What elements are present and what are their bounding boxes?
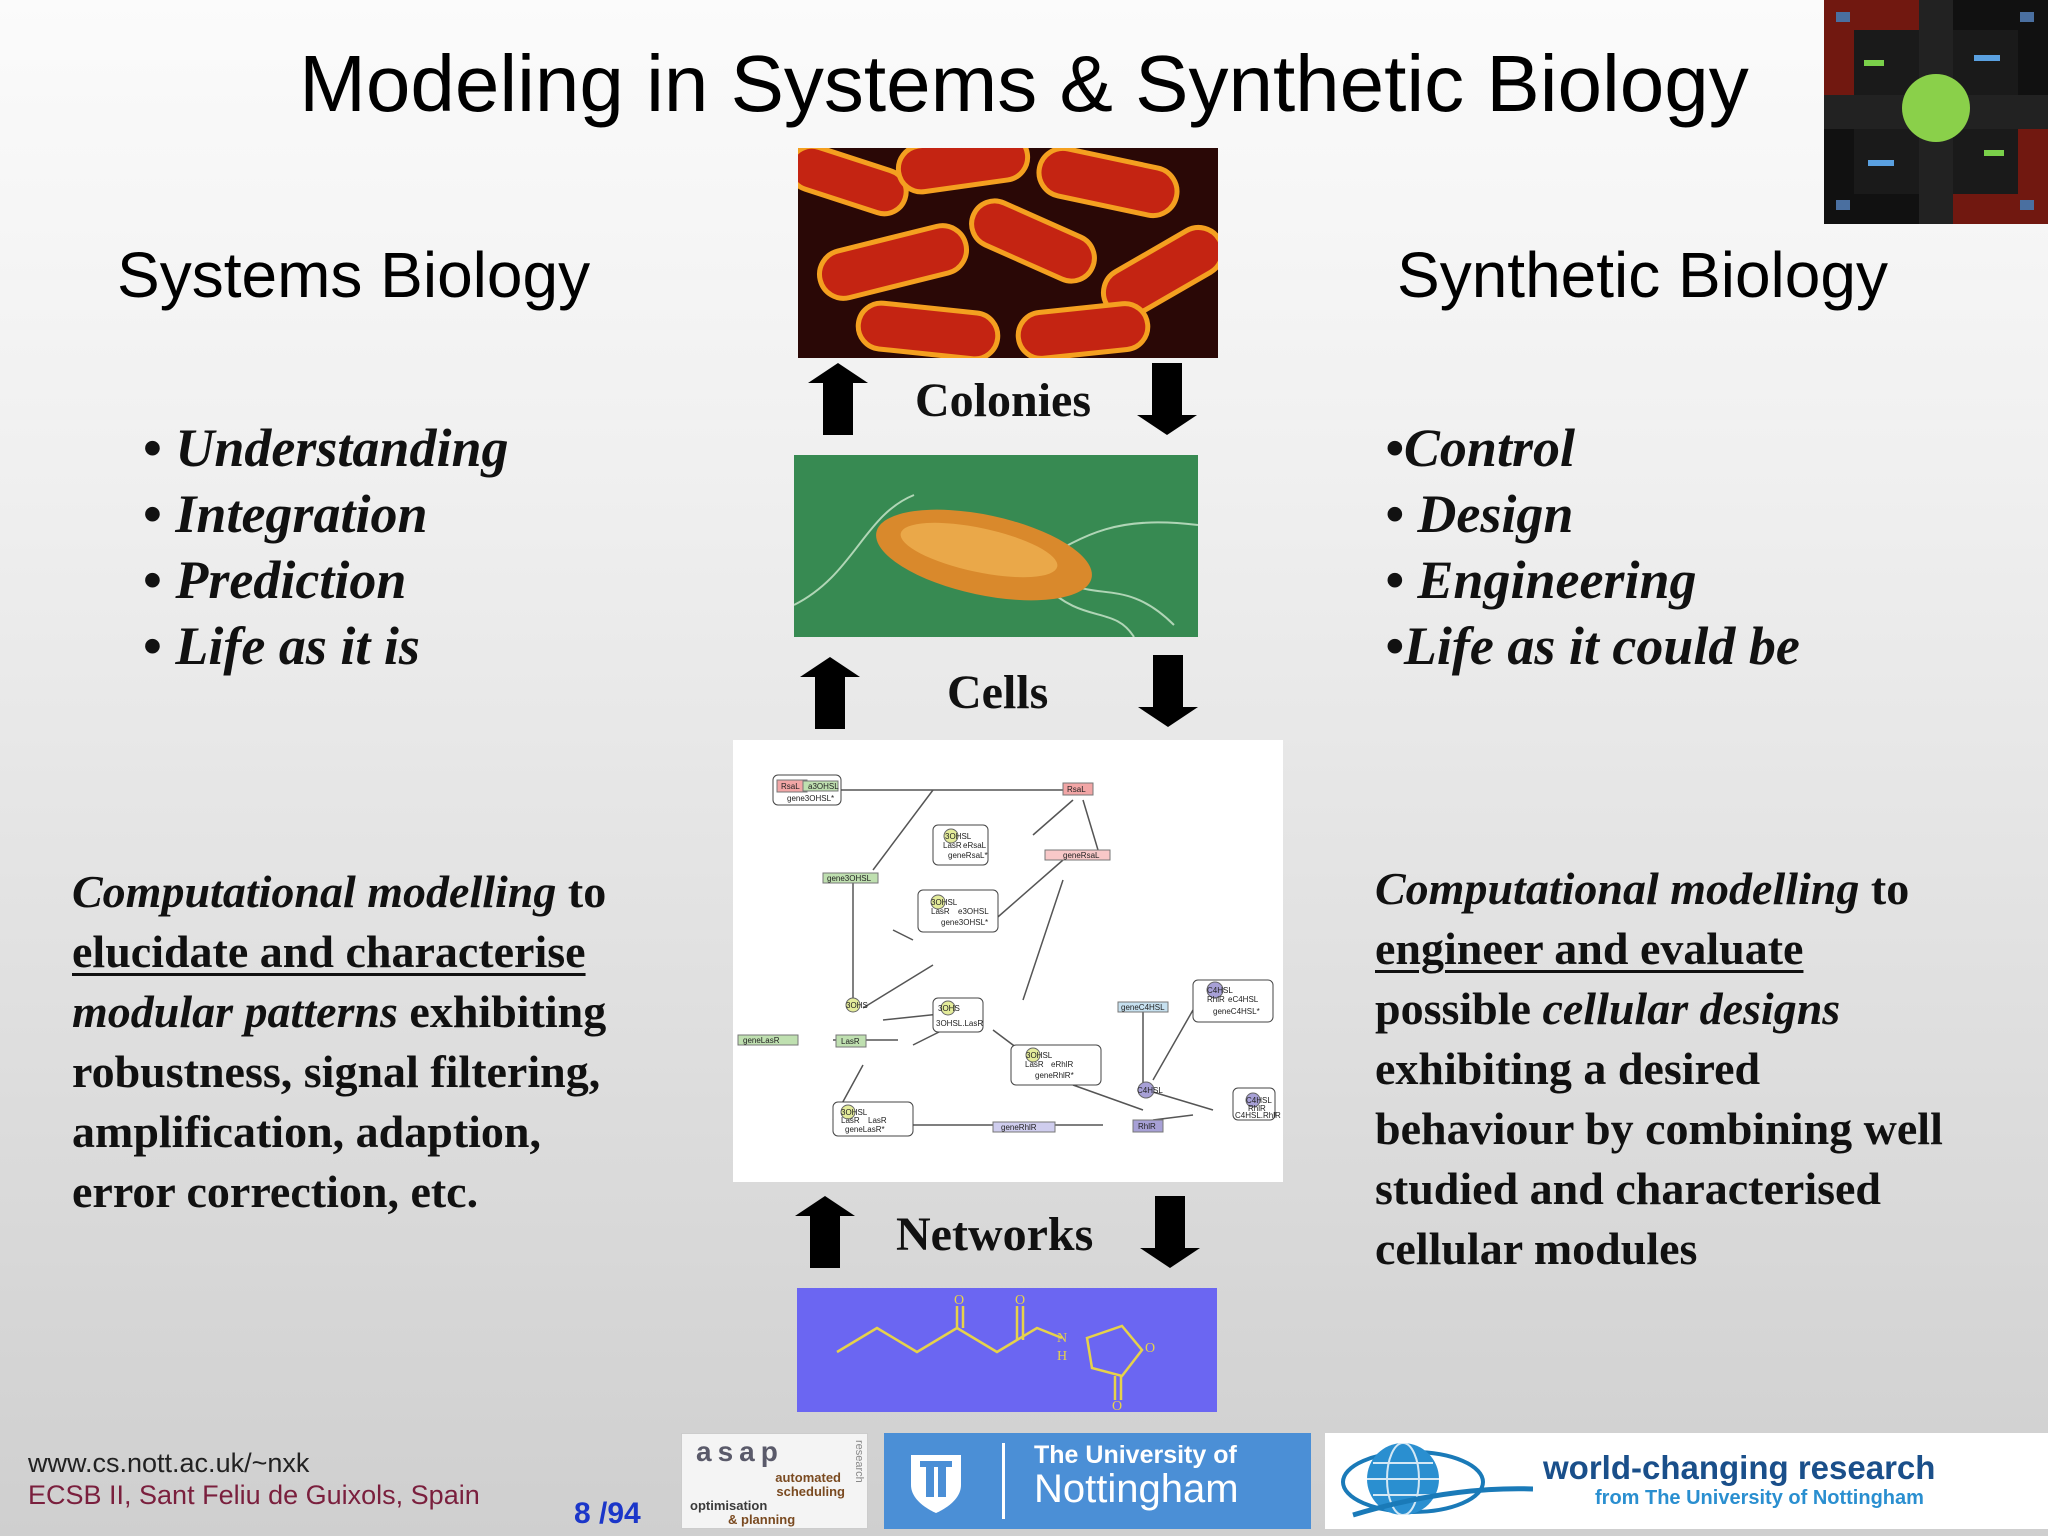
systems-biology-bullets: • Understanding • Integration • Predicti… [143, 415, 509, 679]
up-arrow-icon [808, 363, 868, 435]
svg-text:e3OHSL: e3OHSL [958, 907, 989, 916]
page-number: 8 /94 [574, 1497, 641, 1530]
molecule-atom-label: O [954, 1293, 964, 1308]
svg-text:C4HSL: C4HSL [1207, 986, 1233, 995]
svg-text:geneRhlR: geneRhlR [1001, 1123, 1037, 1132]
bullet-item: •Control [1385, 418, 1575, 478]
svg-text:3OHSL: 3OHSL [1026, 1051, 1053, 1060]
svg-text:eRhlR: eRhlR [1051, 1060, 1073, 1069]
synthetic-biology-description: Computational modelling to engineer and … [1375, 863, 1943, 1274]
bullet-item: • Engineering [1385, 550, 1697, 610]
svg-text:3OHS: 3OHS [938, 1004, 960, 1013]
svg-text:LasR: LasR [1025, 1060, 1044, 1069]
svg-text:RhlR: RhlR [1207, 995, 1225, 1004]
synthetic-biology-bullets: •Control • Design • Engineering •Life as… [1385, 415, 1800, 679]
svg-text:LasR: LasR [868, 1116, 887, 1125]
acyl-homoserine-lactone-molecule: O O N H O O [797, 1288, 1217, 1412]
down-arrow-icon [1138, 655, 1198, 727]
svg-text:LasR: LasR [841, 1116, 860, 1125]
svg-text:LasR: LasR [943, 841, 962, 850]
slide-title: Modeling in Systems & Synthetic Biology [299, 39, 1749, 128]
level-label-networks: Networks [896, 1208, 1094, 1261]
svg-text:3OHSL.LasR: 3OHSL.LasR [936, 1019, 983, 1028]
world-changing-research-logo: world-changing research from The Univers… [1325, 1433, 2048, 1529]
svg-text:3OHSL: 3OHSL [931, 898, 958, 907]
svg-text:3OHSL: 3OHSL [945, 832, 972, 841]
logo-divider [1002, 1443, 1005, 1519]
svg-text:RsaL: RsaL [781, 782, 800, 791]
synthetic-biology-heading: Synthetic Biology [1397, 239, 1888, 311]
molecule-atom-label: N [1057, 1331, 1067, 1346]
bullet-item: • Prediction [143, 550, 407, 610]
svg-text:geneC4HSL: geneC4HSL [1121, 1003, 1165, 1012]
bullet-item: • Integration [143, 484, 428, 544]
bullet-item: • Design [1385, 484, 1574, 544]
svg-text:RsaL: RsaL [1067, 785, 1086, 794]
svg-text:eC4HSL: eC4HSL [1228, 995, 1259, 1004]
svg-text:geneRhlR*: geneRhlR* [1035, 1071, 1074, 1080]
level-label-cells: Cells [947, 666, 1049, 719]
molecule-atom-label: O [1145, 1341, 1155, 1356]
level-label-colonies: Colonies [915, 374, 1092, 427]
svg-text:geneLasR*: geneLasR* [845, 1125, 885, 1134]
globe-swoosh-icon [1341, 1442, 1533, 1518]
svg-text:3OHS: 3OHS [846, 1001, 868, 1010]
svg-text:LasR: LasR [841, 1037, 860, 1046]
bacteria-colony-image [798, 148, 1218, 358]
svg-text:geneRsaL*: geneRsaL* [948, 851, 988, 860]
svg-text:C4HSL: C4HSL [1137, 1086, 1163, 1095]
systems-biology-description: Computational modelling to elucidate and… [72, 866, 607, 1217]
bullet-item: •Life as it could be [1385, 616, 1800, 676]
university-of-nottingham-logo: The University of Nottingham [884, 1433, 1311, 1529]
svg-text:geneLasR: geneLasR [743, 1036, 780, 1045]
systems-biology-heading: Systems Biology [117, 239, 591, 311]
up-arrow-icon [800, 657, 860, 729]
svg-text:gene3OHSL*: gene3OHSL* [787, 794, 834, 803]
svg-text:C4HSL.RhlR: C4HSL.RhlR [1235, 1111, 1281, 1120]
svg-text:C4HSL: C4HSL [1246, 1096, 1272, 1105]
molecule-atom-label: O [1015, 1293, 1025, 1308]
regulatory-network-diagram: RsaL a3OHSL gene3OHSL* RsaL 3OHSL LasR e… [733, 740, 1283, 1182]
svg-text:LasR: LasR [931, 907, 950, 916]
asap-logo: asap research automated scheduling optim… [681, 1433, 868, 1529]
svg-text:geneC4HSL*: geneC4HSL* [1213, 1007, 1260, 1016]
footer-url[interactable]: www.cs.nott.ac.uk/~nxk [28, 1448, 310, 1478]
molecule-atom-label: H [1057, 1349, 1067, 1364]
bullet-item: • Life as it is [143, 616, 420, 676]
svg-text:gene3OHSL*: gene3OHSL* [941, 918, 988, 927]
svg-text:RhlR: RhlR [1248, 1104, 1266, 1113]
down-arrow-icon [1137, 363, 1197, 435]
bacterium-cell-image [794, 455, 1198, 637]
footer-event: ECSB II, Sant Feliu de Guixols, Spain [28, 1480, 480, 1510]
down-arrow-icon [1140, 1196, 1200, 1268]
svg-text:geneRsaL: geneRsaL [1063, 851, 1100, 860]
molecule-atom-label: O [1112, 1399, 1122, 1412]
castle-crest-icon [911, 1455, 961, 1513]
svg-text:eRsaL: eRsaL [963, 841, 987, 850]
corner-pattern-image [1824, 0, 2048, 224]
svg-text:3OHSL: 3OHSL [841, 1108, 868, 1117]
bullet-item: • Understanding [143, 418, 509, 478]
svg-text:RhlR: RhlR [1138, 1122, 1156, 1131]
up-arrow-icon [795, 1196, 855, 1268]
svg-text:gene3OHSL: gene3OHSL [827, 874, 872, 883]
svg-text:a3OHSL: a3OHSL [808, 782, 839, 791]
